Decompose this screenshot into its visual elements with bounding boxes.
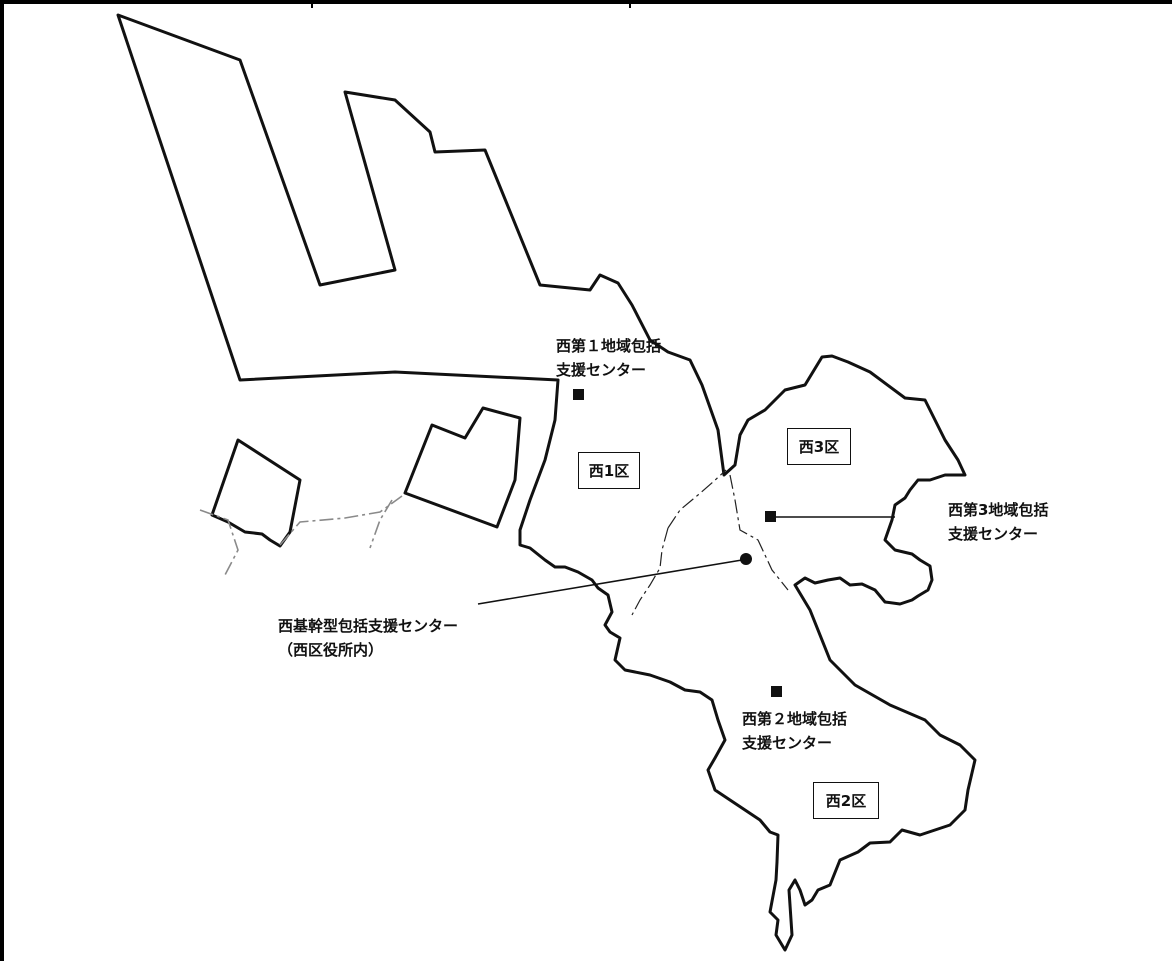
island-west-small [210, 438, 302, 548]
base-center-circle-icon [740, 553, 752, 565]
base-center-label: 西基幹型包括支援センター （西区役所内） [278, 614, 458, 662]
nishi2-center-label-line2: 支援センター [742, 734, 833, 752]
district-label-nishi-2: 西2区 [813, 782, 879, 819]
nishi2-center-label-line1: 西第２地域包括 [742, 710, 848, 728]
nishi3-center-square-icon [765, 511, 776, 522]
sea-boundary-dashed [199, 509, 239, 576]
nishi1-center-label-line2: 支援センター [556, 361, 647, 379]
district-label-nishi-1: 西1区 [578, 452, 640, 489]
district-boundary-dashed [729, 474, 789, 591]
ward-outer-boundary [116, 13, 977, 952]
nishi1-center-label-line1: 西第１地域包括 [556, 337, 662, 355]
district-boundary-dashed [631, 527, 669, 616]
nishi2-center-square-icon [771, 686, 782, 697]
sea-boundary-dashed [369, 499, 393, 549]
base-center-label-line2: （西区役所内） [278, 641, 384, 659]
nishi1-center-square-icon [573, 389, 584, 400]
leader-line-base-center [477, 559, 743, 605]
nishi3-center-label-line1: 西第3地域包括 [948, 501, 1049, 519]
district-label-nishi-3: 西3区 [787, 428, 851, 465]
sea-boundary-dashed [279, 495, 403, 546]
nishi3-center-label-line2: 支援センター [948, 525, 1039, 543]
nishi1-center-label: 西第１地域包括 支援センター [556, 334, 661, 382]
district-boundary-dashed [667, 469, 727, 529]
base-center-label-line1: 西基幹型包括支援センター [278, 617, 459, 635]
nishi3-center-label: 西第3地域包括 支援センター [948, 498, 1048, 546]
nishi2-center-label: 西第２地域包括 支援センター [742, 707, 847, 755]
island-center-block [403, 406, 522, 529]
